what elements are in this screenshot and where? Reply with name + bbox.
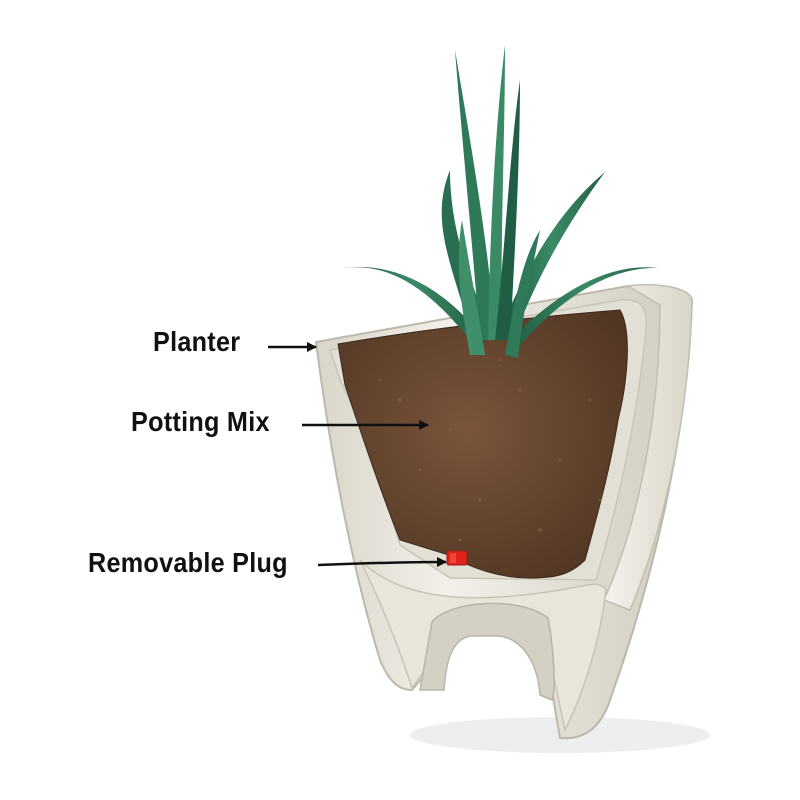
removable-plug (446, 550, 468, 566)
potting-mix-label: Potting Mix (131, 406, 270, 437)
leaf-front-right (505, 230, 540, 358)
planter-base-arch (419, 602, 555, 701)
soil-texture (378, 358, 602, 542)
removable-plug-label: Removable Plug (88, 547, 288, 578)
planter-reservoir (359, 559, 607, 733)
leaf-tall-center (488, 45, 505, 340)
planter-label: Planter (153, 326, 241, 357)
leaf-tall-left (455, 50, 496, 340)
leaf-front-left (458, 220, 485, 355)
potting-mix-soil (337, 309, 628, 579)
plant-leaves (344, 45, 660, 358)
removable-plug-arrow (317, 557, 447, 568)
callout-arrows (268, 342, 447, 568)
leaf-tall-right (495, 80, 520, 340)
planter-back-rim (602, 284, 693, 611)
leaf-right-arch (510, 267, 660, 345)
